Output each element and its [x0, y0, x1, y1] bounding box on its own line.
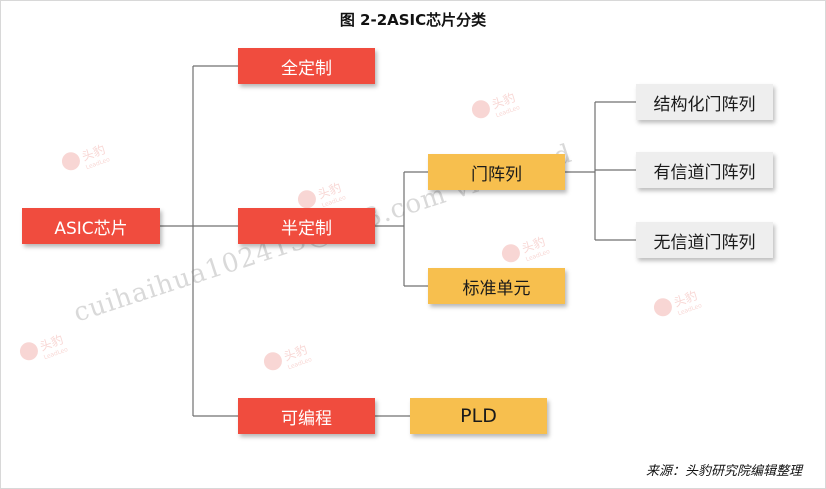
node-full-custom: 全定制	[238, 48, 375, 84]
node-channelless-gate-array: 无信道门阵列	[636, 222, 773, 258]
node-semi-custom: 半定制	[238, 208, 375, 244]
leadleo-logo-watermark: 头豹 LeadLeo	[61, 141, 111, 171]
node-pld: PLD	[410, 398, 547, 434]
source-note: 来源：头豹研究院编辑整理	[645, 464, 802, 479]
leadleo-logo-watermark: 头豹 LeadLeo	[653, 287, 703, 317]
node-channeled-gate-array: 有信道门阵列	[636, 152, 773, 188]
node-structured-gate-array: 结构化门阵列	[636, 84, 773, 120]
leadleo-logo-watermark: 头豹 LeadLeo	[501, 233, 551, 263]
leadleo-logo-watermark: 头豹 LeadLeo	[297, 179, 347, 209]
node-programmable: 可编程	[238, 398, 375, 434]
node-asic-chip: ASIC芯片	[22, 208, 160, 244]
figure-title: 图 2-2ASIC芯片分类	[339, 11, 487, 29]
node-gate-array: 门阵列	[428, 154, 565, 190]
node-standard-cell: 标准单元	[428, 268, 565, 304]
